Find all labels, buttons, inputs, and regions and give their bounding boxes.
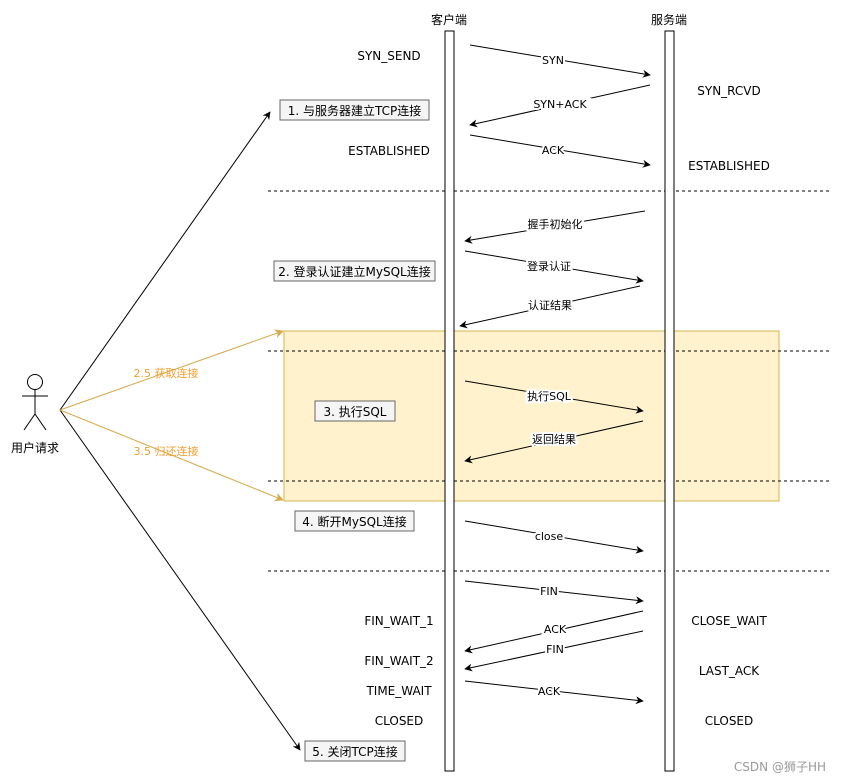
actor-to-phase5-arrow (59, 409, 301, 751)
acquire-connection-label: 2.5 获取连接 (134, 367, 199, 380)
actor-label: 用户请求 (11, 440, 59, 455)
fin-label-2: FIN (546, 643, 564, 656)
ack-label-3: ACK (538, 685, 561, 698)
client-lane-title: 客户端 (431, 12, 467, 27)
watermark: CSDN @狮子HH (734, 760, 826, 774)
server-state-syn-rcvd: SYN_RCVD (697, 84, 761, 98)
fin-label-1: FIN (540, 585, 558, 598)
close-label: close (535, 530, 564, 543)
server-state-close-wait: CLOSE_WAIT (691, 614, 767, 628)
ack-label-2: ACK (544, 623, 567, 636)
exec-sql-arrow (464, 380, 644, 414)
phase-disconnect-label: 4. 断开MySQL连接 (302, 514, 406, 529)
ack-arrow-3 (464, 680, 644, 705)
client-state-fin-wait-2: FIN_WAIT_2 (364, 654, 433, 668)
syn-ack-label: SYN+ACK (533, 98, 587, 111)
syn-label: SYN (542, 54, 564, 67)
client-state-fin-wait-1: FIN_WAIT_1 (364, 614, 433, 628)
release-connection-arrow (59, 409, 284, 502)
client-state-closed: CLOSED (375, 714, 424, 728)
login-auth-arrow (464, 250, 644, 284)
phase-execute-box: 3. 执行SQL (314, 400, 396, 422)
fin-arrow-2 (464, 630, 644, 672)
client-lifeline (444, 30, 455, 772)
release-connection-label: 3.5 归还连接 (134, 444, 199, 458)
phase-login-box: 2. 登录认证建立MySQL连接 (273, 260, 436, 282)
ack-arrow (469, 134, 651, 168)
return-result-label: 返回结果 (532, 433, 576, 446)
login-auth-label: 登录认证 (527, 259, 571, 273)
auth-result-arrow (459, 285, 641, 329)
phase-close-label: 5. 关闭TCP连接 (312, 744, 398, 759)
auth-result-label: 认证结果 (528, 299, 572, 312)
ack-arrow-2 (464, 610, 644, 654)
phase-execute-label: 3. 执行SQL (323, 405, 386, 419)
acquire-connection-arrow (59, 329, 284, 411)
actor-to-phase1-arrow (59, 111, 271, 411)
phase-connect-label: 1. 与服务器建立TCP连接 (288, 103, 422, 118)
fin-arrow-1 (464, 580, 644, 605)
ack-label: ACK (542, 144, 565, 157)
server-lane-title: 服务端 (651, 12, 687, 27)
client-state-time-wait: TIME_WAIT (365, 684, 432, 698)
return-result-arrow (464, 420, 644, 464)
close-arrow (464, 520, 644, 554)
server-state-last-ack: LAST_ACK (699, 664, 760, 678)
phase-login-label: 2. 登录认证建立MySQL连接 (278, 264, 430, 279)
server-lifeline (664, 30, 675, 772)
syn-ack-arrow (469, 84, 651, 128)
phase-connect-box: 1. 与服务器建立TCP连接 (279, 99, 430, 121)
syn-arrow (469, 44, 651, 78)
exec-sql-label: 执行SQL (527, 389, 572, 403)
client-state-syn-send: SYN_SEND (357, 49, 420, 63)
user-actor-icon (22, 374, 48, 431)
handshake-init-arrow (464, 210, 646, 244)
server-state-established: ESTABLISHED (688, 159, 770, 173)
client-state-established: ESTABLISHED (348, 144, 430, 158)
server-state-closed: CLOSED (705, 714, 754, 728)
phase-close-box: 5. 关闭TCP连接 (304, 740, 406, 762)
handshake-init-label: 握手初始化 (528, 217, 583, 231)
phase-disconnect-box: 4. 断开MySQL连接 (294, 510, 415, 532)
